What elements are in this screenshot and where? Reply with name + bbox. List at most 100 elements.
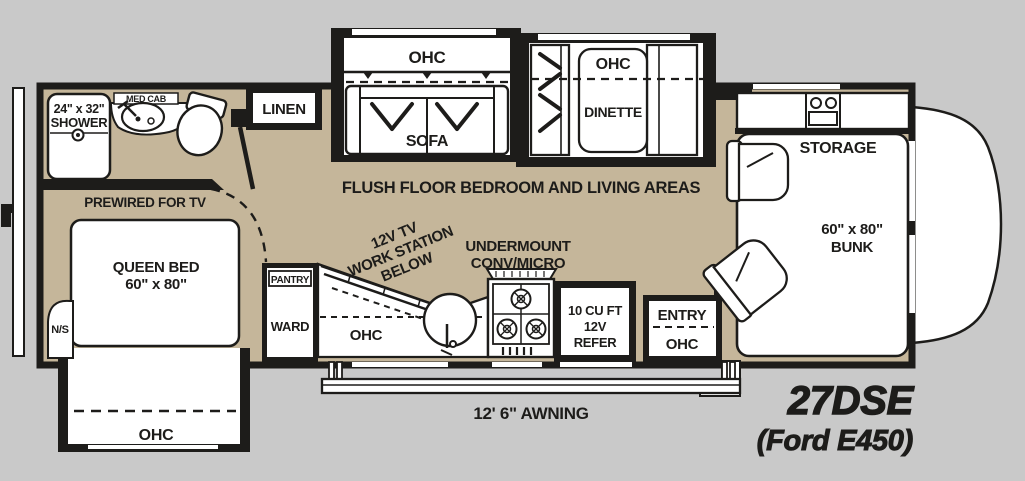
window-gap-top xyxy=(753,84,840,89)
stove-icon xyxy=(485,268,558,359)
reading-light-1 xyxy=(363,72,373,79)
dinette-table xyxy=(577,47,649,154)
refer-label-1: 10 CU FT xyxy=(568,303,622,318)
toilet-icon xyxy=(176,91,228,157)
refrigerator: 10 CU FT 12V REFER xyxy=(554,281,636,367)
seatbelt-icon xyxy=(390,102,414,131)
model-name: 27DSE xyxy=(787,379,915,423)
refer-label-2: 12V xyxy=(584,319,607,334)
bed-slide-window-gap xyxy=(88,445,218,449)
cab-seat-driver xyxy=(725,139,790,203)
faucet-tip xyxy=(135,116,141,122)
bathroom: 24" x 32" SHOWER MED CAB LINEN PREWIRED … xyxy=(40,86,322,263)
dinette-bench-right xyxy=(645,43,699,157)
workstation-edge-2 xyxy=(323,272,441,316)
dash-bottom-wall xyxy=(735,128,912,134)
sofa-slideout: OHC SOFA xyxy=(331,28,521,162)
dinette-ohc-label: OHC xyxy=(596,56,631,73)
kitchen-ohc-label: OHC xyxy=(350,327,383,344)
kitchen-faucet-base xyxy=(440,349,453,356)
queen-bed-size-label: 60" x 80" xyxy=(125,276,187,293)
linen-label: LINEN xyxy=(262,101,306,118)
seatbelt-icon xyxy=(370,102,394,131)
undermount-label-1: UNDERMOUNT xyxy=(465,238,570,255)
seatbelt-icon xyxy=(538,72,562,91)
faucet-icon xyxy=(123,103,137,117)
burner-3 xyxy=(525,318,547,340)
dinette-slide-window-gap xyxy=(538,34,690,40)
pantry-label: PANTRY xyxy=(271,275,310,286)
rear-hitch-2 xyxy=(1,213,11,227)
kitchen-sink-icon xyxy=(422,292,478,348)
queen-bed-label: QUEEN BED xyxy=(113,259,200,276)
shower-size-label: 24" x 32" xyxy=(54,102,105,116)
bath-wall-tip xyxy=(212,179,224,190)
bath-sink-icon xyxy=(120,101,166,133)
cab-hood xyxy=(910,105,1003,345)
entry-label: ENTRY xyxy=(658,307,707,324)
bed-slide-floor xyxy=(68,348,240,444)
nightstand-label: N/S xyxy=(51,324,68,336)
bed-ohc-label: OHC xyxy=(139,427,174,444)
entry-ohc-label: OHC xyxy=(666,336,699,353)
shower-label: SHOWER xyxy=(51,115,109,130)
linen-cabinet xyxy=(251,91,317,125)
seatbelt-icon xyxy=(455,102,479,131)
workstation-tick-3 xyxy=(417,299,421,308)
refer-window-gap xyxy=(560,362,632,367)
prewired-tv-label: PREWIRED FOR TV xyxy=(84,195,206,210)
refer-label-3: REFER xyxy=(574,335,617,350)
rear-hitch xyxy=(1,204,18,213)
refer-interior xyxy=(561,288,629,355)
bedroom-door-swing xyxy=(210,187,268,263)
dash-console xyxy=(808,111,838,126)
awning-bracket xyxy=(721,361,728,380)
flush-floor-label: FLUSH FLOOR BEDROOM AND LIVING AREAS xyxy=(342,179,701,197)
sofa-ohc-label: OHC xyxy=(409,48,446,67)
seatbelt-icon xyxy=(435,102,459,131)
bunk-size-label: 60" x 80" xyxy=(821,221,883,238)
bed-slideout: OHC QUEEN BED 60" x 80" N/S xyxy=(47,218,250,452)
kitchen-faucet-handle xyxy=(449,340,457,348)
awning-bar xyxy=(320,377,742,395)
cab-area: STORAGE 60" x 80" BUNK xyxy=(702,84,912,358)
workstation-tick-1 xyxy=(347,275,351,284)
workstation-tick-2 xyxy=(382,287,386,296)
window-gap-bottom-2 xyxy=(492,362,542,367)
awning-label: 12' 6" AWNING xyxy=(473,404,588,423)
workstation-dash xyxy=(331,287,433,323)
sofa-slide-window-gap xyxy=(352,29,496,35)
workstation-edge-1 xyxy=(320,264,445,310)
pantry-box xyxy=(268,270,312,287)
awning-bracket xyxy=(729,361,736,380)
bath-bottom-wall xyxy=(40,179,212,190)
bath-wall-stub xyxy=(231,109,249,127)
burner-2 xyxy=(496,318,518,340)
ward-label: WARD xyxy=(271,319,310,334)
reading-light-2 xyxy=(422,72,432,79)
pantry-ward-cabinet: PANTRY WARD xyxy=(262,263,318,362)
dash-gauge-2 xyxy=(825,97,837,109)
entry-interior xyxy=(649,301,716,356)
seatbelt-icon xyxy=(538,93,562,111)
storage-label: STORAGE xyxy=(800,140,877,157)
chassis-name: (Ford E450) xyxy=(757,425,913,457)
bath-door xyxy=(237,126,256,190)
seatbelt-icon xyxy=(538,113,562,133)
med-cab-label: MED CAB xyxy=(126,94,167,104)
dinette-slideout: OHC DINETTE xyxy=(516,33,716,167)
awning-bracket xyxy=(328,361,335,380)
burner-1 xyxy=(510,288,532,310)
dinette-label: DINETTE xyxy=(584,104,642,120)
windshield-gap-2 xyxy=(908,235,915,313)
bunk-label: BUNK xyxy=(831,239,874,256)
nightstand xyxy=(47,299,74,359)
dash-gauge-1 xyxy=(810,97,822,109)
queen-bed xyxy=(69,218,241,348)
awning: 12' 6" AWNING xyxy=(320,361,742,423)
faucet-handle xyxy=(117,99,129,110)
reading-light-3 xyxy=(481,72,491,79)
seatbelt-icon xyxy=(538,52,562,70)
